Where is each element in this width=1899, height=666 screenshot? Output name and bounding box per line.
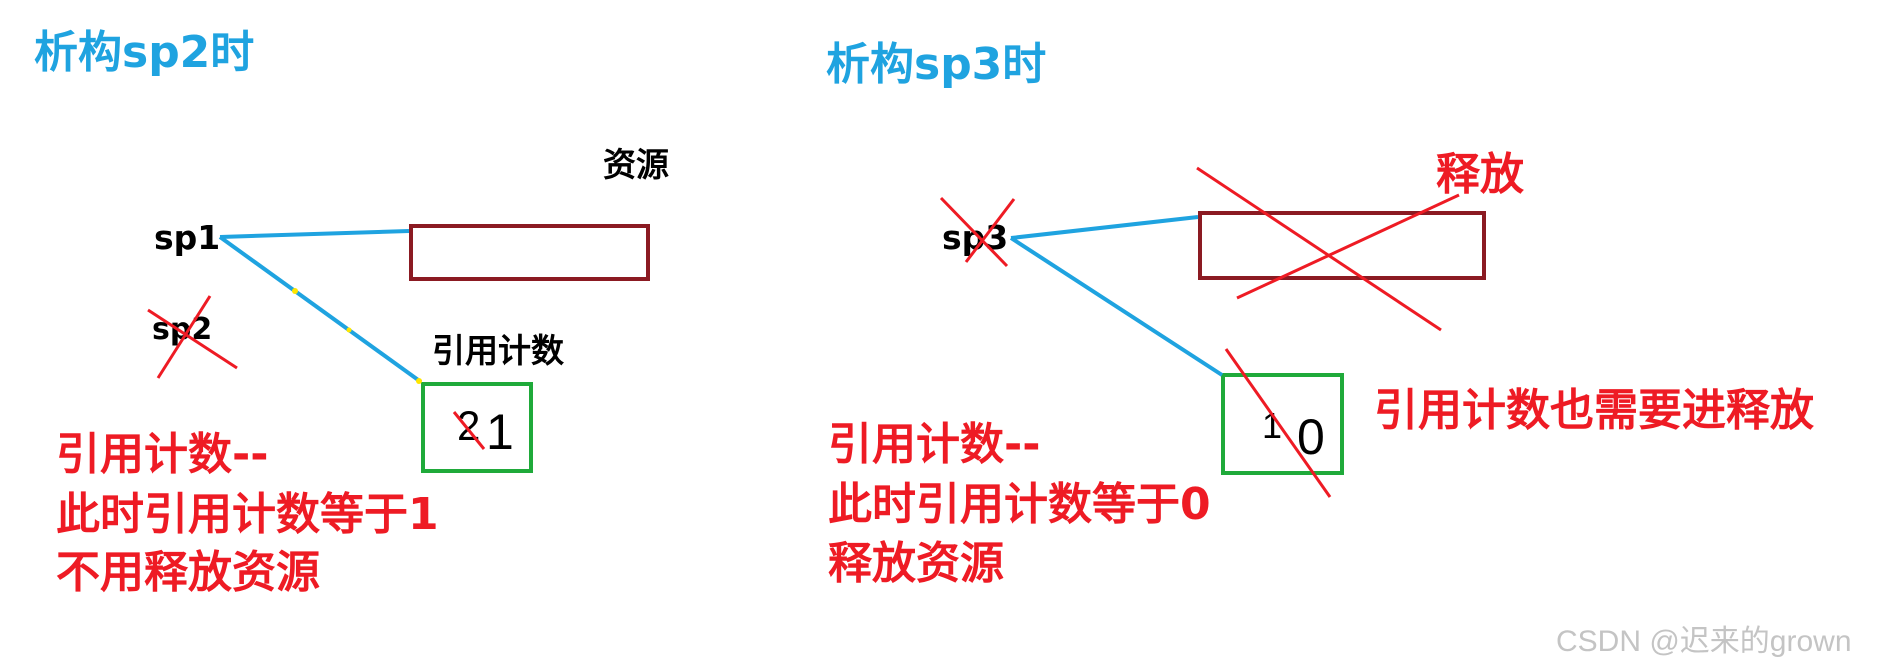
sp1-to-resource-line <box>219 229 410 239</box>
refcount-release-note: 引用计数也需要进释放 <box>1374 385 1814 436</box>
left-heading: 析构sp2时 <box>34 27 255 78</box>
right-note-1: 引用计数-- <box>828 419 1041 470</box>
right-old-count: 1 <box>1262 405 1283 446</box>
left-count-strike <box>452 411 486 450</box>
sp3-cross-line <box>939 196 1009 268</box>
sp2-cross-line <box>147 308 238 370</box>
right-resource-box <box>1198 211 1486 280</box>
watermark: CSDN @迟来的grown <box>1556 625 1852 658</box>
refcount-cross-line <box>1224 348 1332 498</box>
left-resource-box <box>409 224 650 281</box>
connector-dot <box>346 327 352 333</box>
right-new-count: 0 <box>1297 409 1325 465</box>
left-refcount-box <box>421 382 533 473</box>
sp3-to-resource-line <box>1010 215 1199 240</box>
right-heading: 析构sp3时 <box>826 39 1047 90</box>
sp3-to-refcount-line <box>1009 236 1224 377</box>
connector-dot <box>416 378 422 384</box>
resource-cross-line <box>1236 193 1460 300</box>
release-label: 释放 <box>1436 149 1524 200</box>
sp3-cross-line <box>964 198 1016 263</box>
resource-label: 资源 <box>603 145 669 184</box>
resource-cross-line <box>1196 166 1442 332</box>
right-note-2: 此时引用计数等于0 <box>828 479 1211 530</box>
left-new-count: 1 <box>486 404 514 460</box>
left-note-1: 引用计数-- <box>56 429 269 480</box>
left-note-2: 此时引用计数等于1 <box>56 489 439 540</box>
right-note-3: 释放资源 <box>828 538 1004 589</box>
refcount-label: 引用计数 <box>432 331 564 370</box>
left-note-3: 不用释放资源 <box>56 547 320 598</box>
sp1-to-refcount-line <box>218 235 423 384</box>
sp2-cross-line <box>156 295 212 379</box>
sp1-label: sp1 <box>154 218 221 257</box>
connector-dot <box>292 288 298 294</box>
right-refcount-box <box>1221 373 1344 475</box>
